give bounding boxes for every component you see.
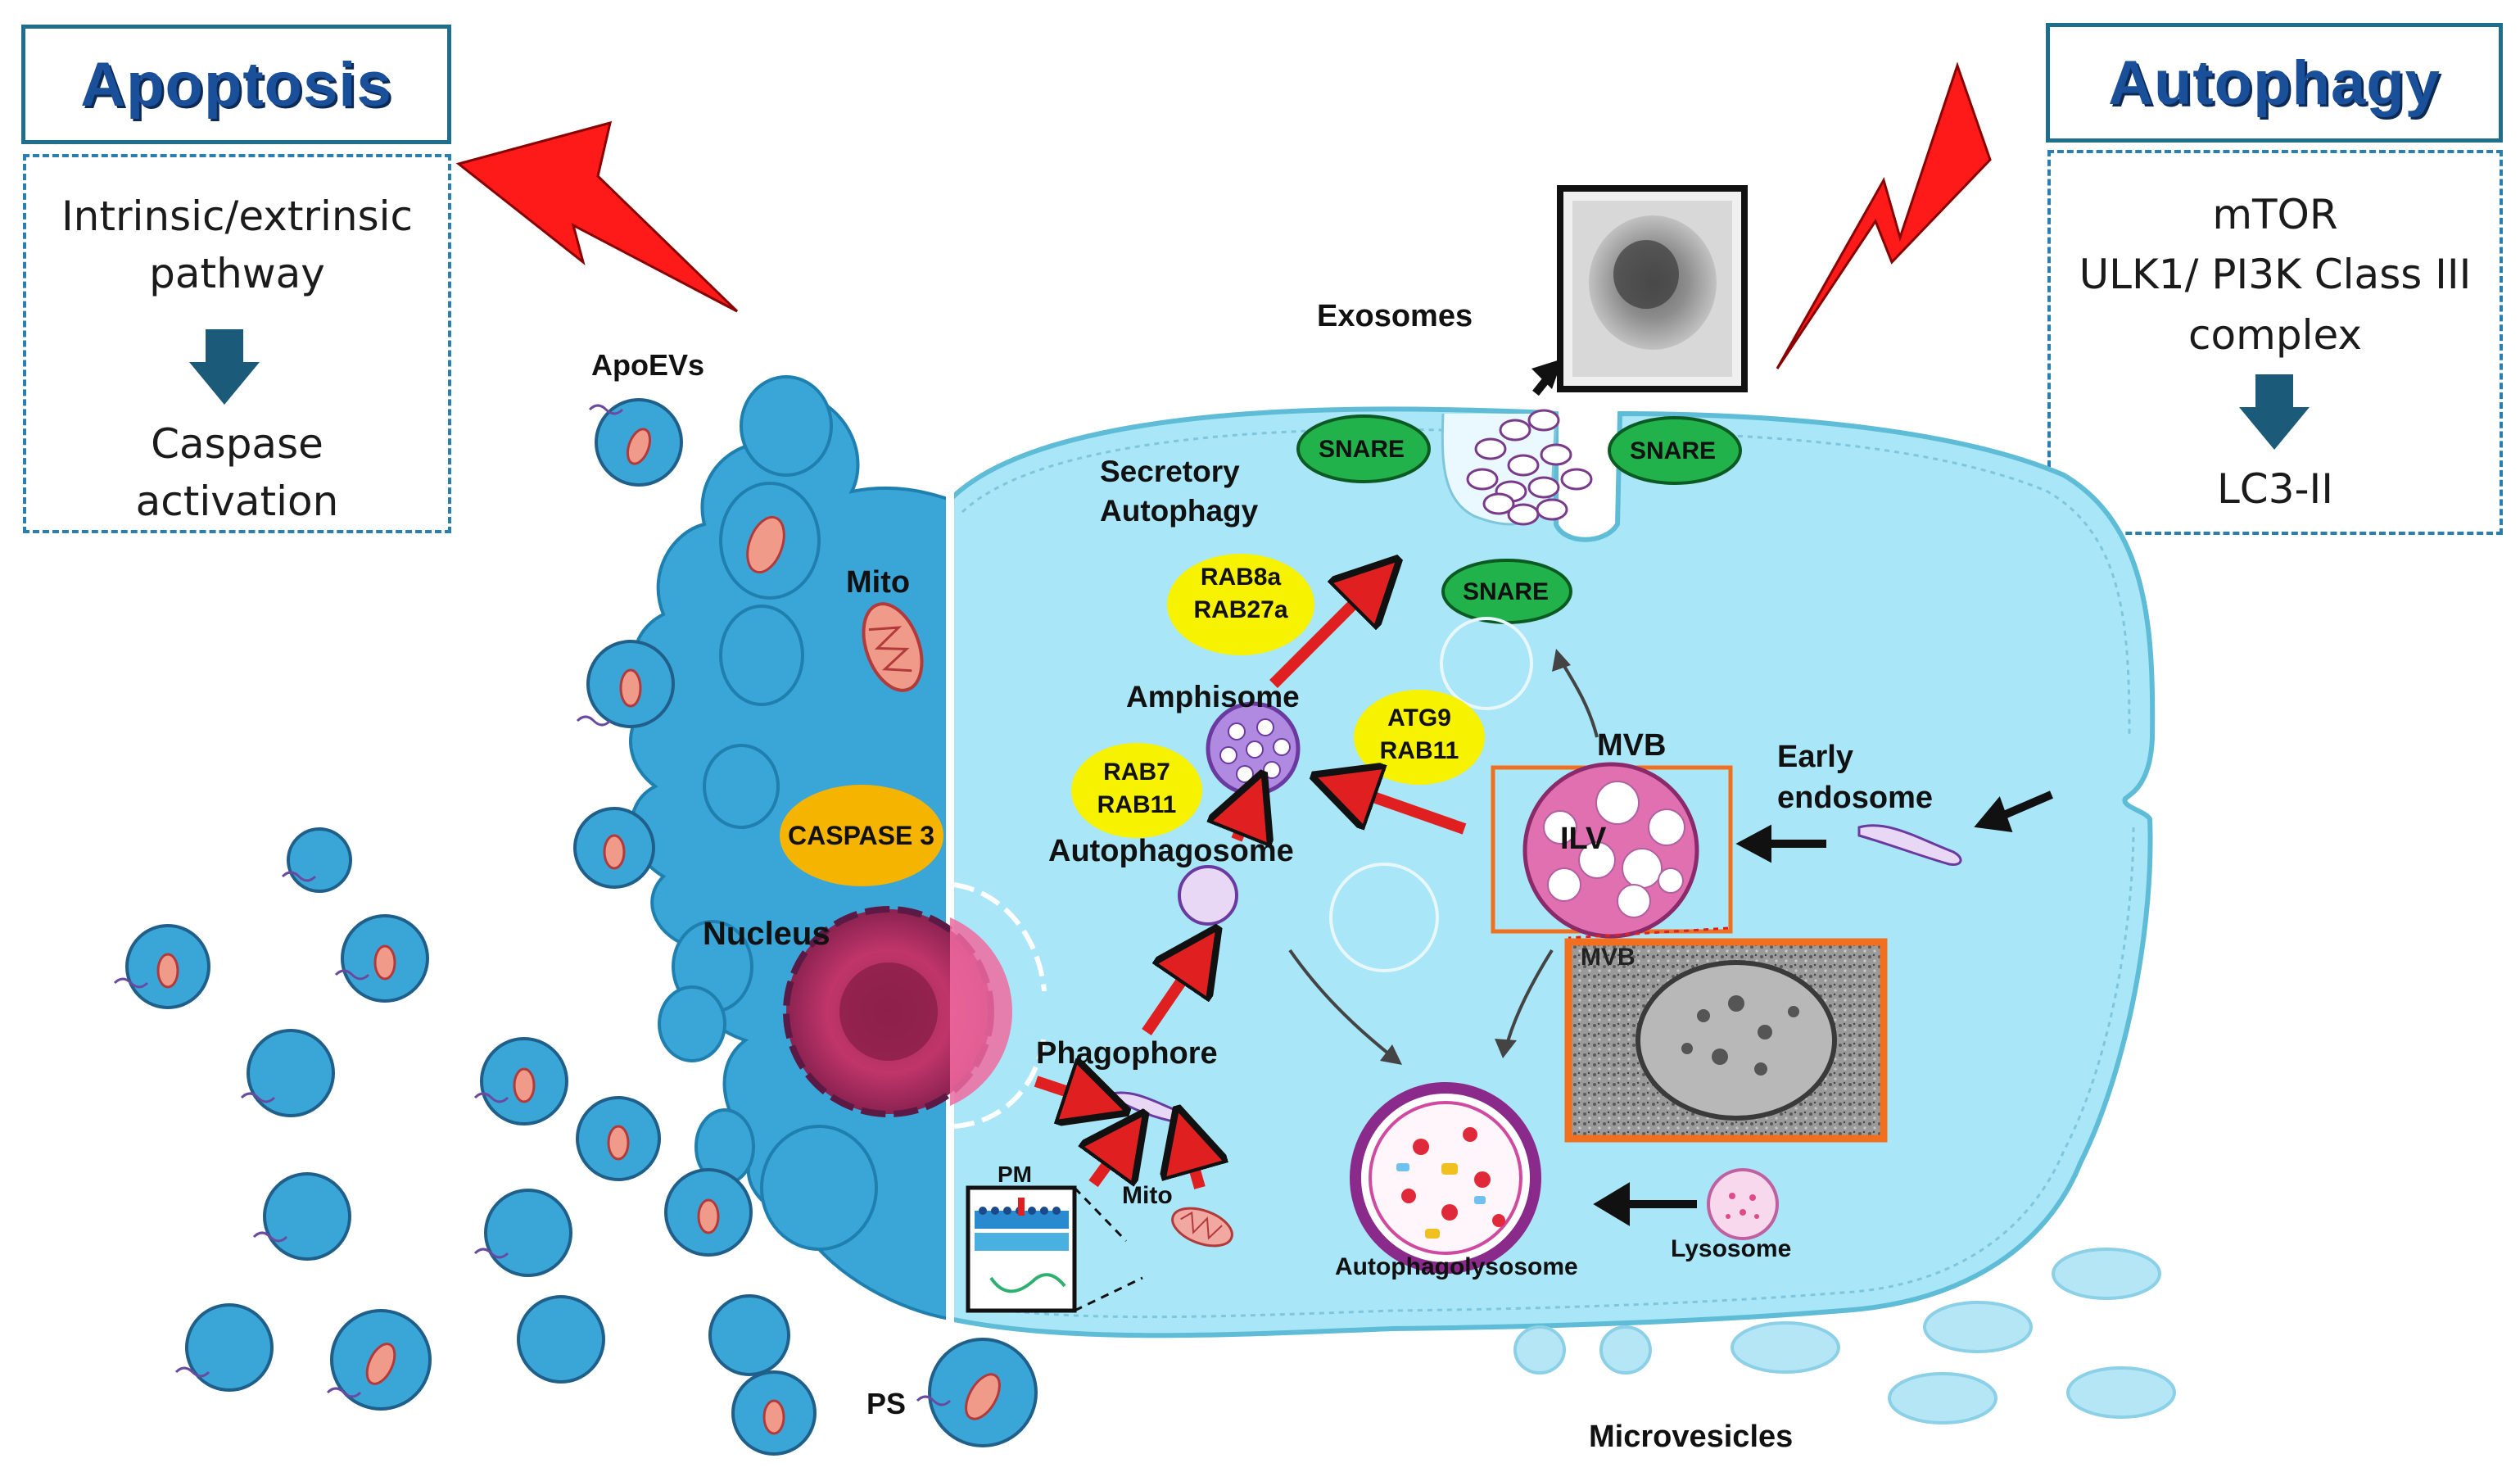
rab11-label-2: RAB11: [1097, 791, 1177, 818]
down-arrow-icon: [2239, 374, 2310, 450]
early-endosome-label-1: Early: [1777, 740, 1853, 774]
autophagy-line-1: mTOR: [2212, 191, 2338, 238]
phagophore-label: Phagophore: [1036, 1036, 1218, 1071]
secretory-autophagy-label-2: Autophagy: [1100, 494, 1259, 528]
pm-label: PM: [998, 1162, 1032, 1187]
autophagosome-label: Autophagosome: [1048, 834, 1294, 868]
microvesicles-label: Microvesicles: [1589, 1420, 1794, 1454]
ilv-label: ILV: [1560, 822, 1607, 856]
autophagy-title-box: Autophagy: [2046, 23, 2503, 143]
lysosome-label: Lysosome: [1671, 1235, 1792, 1262]
autophagy-line-3: complex: [2188, 311, 2362, 359]
autophagolysosome-label: Autophagolysosome: [1335, 1253, 1578, 1280]
amphisome-label: Amphisome: [1126, 680, 1300, 713]
apoptosis-title: Apoptosis: [80, 49, 392, 120]
snare-label-3: SNARE: [1463, 578, 1550, 605]
mito-right-label: Mito: [1122, 1182, 1173, 1209]
exosomes-label: Exosomes: [1317, 299, 1473, 333]
autophagy-line-2: ULK1/ PI3K Class III: [2079, 251, 2472, 298]
rab7-label: RAB7: [1103, 759, 1170, 786]
apoptosis-line-4: activation: [135, 478, 339, 525]
rab27a-label: RAB27a: [1193, 596, 1288, 623]
atg9-label: ATG9: [1387, 704, 1451, 731]
apoevs-label: ApoEVs: [591, 348, 705, 382]
rab11-label-1: RAB11: [1379, 737, 1459, 764]
apoptosis-line-1: Intrinsic/extrinsic: [61, 192, 414, 240]
snare-label-2: SNARE: [1630, 437, 1717, 464]
ps-label: PS: [866, 1387, 907, 1420]
caspase3-label: CASPASE 3: [788, 821, 935, 850]
rab8a-label: RAB8a: [1200, 564, 1282, 591]
snare-label-1: SNARE: [1319, 436, 1405, 463]
mvb-em-label: MVB: [1581, 944, 1636, 971]
apoptosis-line-3: Caspase: [151, 420, 323, 468]
mito-left-label: Mito: [846, 565, 911, 600]
down-arrow-icon: [189, 329, 260, 405]
secretory-autophagy-label-1: Secretory: [1100, 455, 1240, 488]
nucleus-label: Nucleus: [703, 916, 830, 952]
apoptosis-line-2: pathway: [149, 250, 325, 297]
autophagy-title: Autophagy: [2108, 48, 2441, 118]
early-endosome-label-2: endosome: [1777, 781, 1934, 815]
apoptosis-title-box: Apoptosis: [21, 25, 451, 144]
apoptosis-info-box: Intrinsic/extrinsic pathway Caspase acti…: [23, 154, 451, 533]
autophagy-line-4: LC3-II: [2216, 465, 2334, 513]
mvb-label: MVB: [1597, 728, 1667, 763]
